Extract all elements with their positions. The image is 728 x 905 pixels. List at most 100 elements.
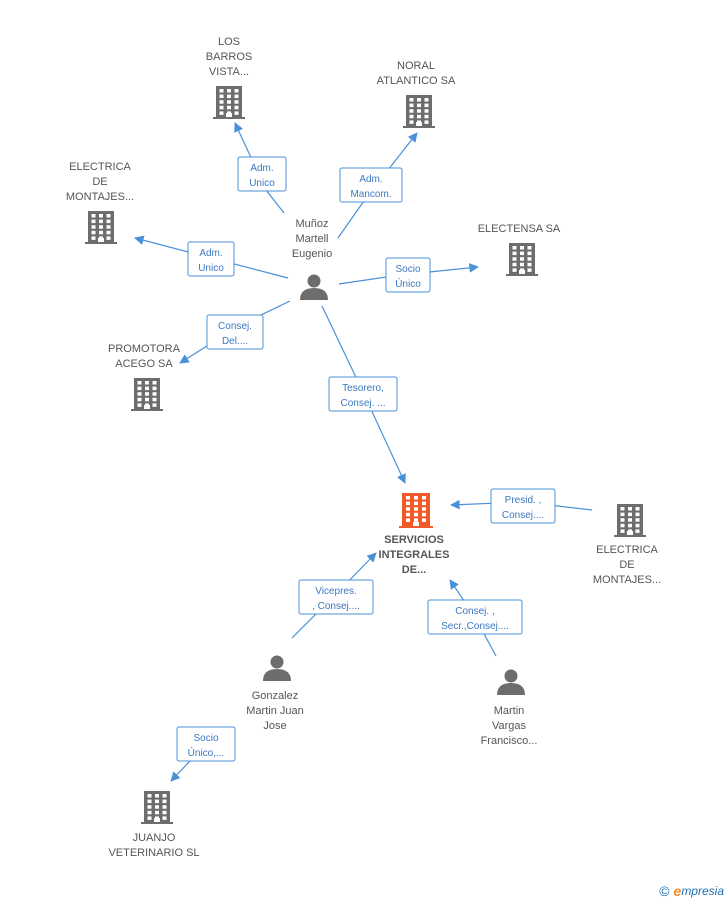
edge-label-line: Adm. — [359, 174, 382, 185]
edge-label-box — [237, 156, 287, 192]
building-window — [527, 262, 532, 267]
node-electensa[interactable]: ELECTENSA SA — [478, 223, 561, 276]
edge-label[interactable]: Adm.Unico — [237, 156, 287, 192]
building-icon — [213, 86, 245, 119]
building-window — [219, 100, 224, 104]
footer-brand: © e mpresia — [659, 883, 724, 899]
edge-label-box — [206, 314, 264, 350]
building-window — [414, 501, 418, 506]
building-window — [155, 805, 159, 809]
building-window — [512, 262, 517, 267]
edge-label[interactable]: Adm.Unico — [187, 241, 235, 277]
building-window — [424, 98, 429, 102]
building-window — [628, 507, 632, 511]
building-window — [417, 114, 421, 119]
node-label-line: MONTAJES... — [66, 191, 134, 203]
edge-munoz-to-los_barros: Adm.Unico — [234, 122, 287, 214]
building-window — [99, 225, 103, 229]
edge-munoz-to-electrica_top: Adm.Unico — [134, 235, 289, 279]
edge-label-line: Mancom. — [350, 189, 391, 200]
edge-munoz-to-promotora: Consej.Del.... — [179, 300, 291, 364]
node-label-line: Martin Juan — [246, 705, 303, 717]
node-servicios[interactable]: SERVICIOSINTEGRALESDE... — [379, 493, 450, 576]
building-window — [91, 225, 96, 229]
building-window — [147, 799, 152, 804]
edge-label[interactable]: Tesorero,Consej. ... — [328, 376, 398, 412]
node-label-line: BARROS — [206, 51, 252, 63]
building-window — [635, 507, 640, 511]
node-label-line: ELECTRICA — [596, 544, 658, 556]
edge-label-line: Adm. — [250, 163, 273, 174]
node-los-barros[interactable]: LOSBARROSVISTA... — [206, 36, 252, 119]
edge-label[interactable]: SocioÚnico,... — [176, 726, 236, 762]
building-base — [403, 126, 435, 128]
building-icon — [403, 95, 435, 128]
building-window — [91, 236, 96, 240]
edge-label[interactable]: Consej. ,Secr.,Consej.... — [427, 599, 523, 635]
edge-gonzalez-to-servicios: Vicepres., Consej.... — [291, 552, 377, 639]
node-electrica-right[interactable]: ELECTRICADEMONTAJES... — [593, 504, 661, 586]
person-icon — [497, 669, 525, 695]
building-window — [414, 496, 418, 500]
edge-label[interactable]: Vicepres., Consej.... — [298, 579, 374, 615]
building-window — [152, 403, 157, 407]
building-window — [137, 403, 142, 407]
building-window — [409, 114, 414, 119]
building-window — [234, 94, 239, 99]
building-window — [520, 246, 524, 250]
building-window — [219, 105, 224, 110]
person-head — [307, 274, 321, 288]
building-window — [106, 230, 111, 235]
edge-label[interactable]: Adm. Mancom. — [339, 167, 403, 203]
building-window — [635, 512, 640, 517]
building-window — [414, 512, 418, 517]
edge-label-line: Vicepres. — [315, 586, 357, 597]
building-window — [152, 392, 157, 396]
building-window — [99, 214, 103, 218]
building-window — [422, 518, 426, 522]
building-icon — [131, 378, 163, 411]
edge-label[interactable]: Consej.Del.... — [206, 314, 264, 350]
building-window — [106, 214, 111, 218]
building-window — [620, 523, 625, 528]
edge-label[interactable]: Presid. ,Consej.... — [490, 488, 556, 524]
node-electrica-top[interactable]: ELECTRICADEMONTAJES... — [66, 161, 134, 244]
building-window — [417, 98, 421, 102]
building-window — [155, 794, 159, 798]
building-window — [422, 507, 426, 511]
edge-label-line: Unico — [198, 263, 224, 274]
node-label-line: ELECTENSA SA — [478, 223, 561, 235]
edge-label-line: Presid. , — [505, 495, 542, 506]
person-icon — [300, 274, 328, 300]
building-door — [413, 522, 419, 527]
building-window — [227, 100, 231, 104]
node-label-line: JUANJO — [133, 832, 176, 844]
building-window — [424, 114, 429, 119]
building-window — [234, 100, 239, 104]
building-window — [152, 397, 157, 402]
node-label-line: SERVICIOS — [384, 534, 444, 546]
building-window — [162, 816, 167, 820]
building-window — [620, 512, 625, 517]
node-martin[interactable]: MartinVargasFrancisco... — [481, 669, 538, 748]
edge-label-box — [328, 376, 398, 412]
node-label-line: DE — [619, 559, 634, 571]
building-window — [620, 518, 625, 522]
edge-munoz-to-noral: Adm. Mancom. — [337, 132, 418, 239]
building-icon — [506, 243, 538, 276]
building-window — [145, 397, 149, 402]
building-window — [162, 799, 167, 804]
building-window — [527, 268, 532, 272]
building-icon — [614, 504, 646, 537]
building-window — [512, 268, 517, 272]
node-label-line: INTEGRALES — [379, 549, 450, 561]
building-window — [527, 251, 532, 256]
